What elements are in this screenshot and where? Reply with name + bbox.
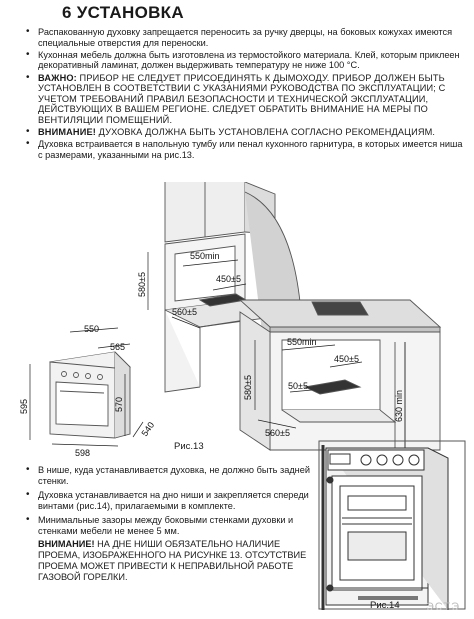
dim-595-oven: 595 <box>19 399 29 414</box>
list-item: • ВАЖНО: ПРИБОР НЕ СЛЕДУЕТ ПРИСОЕДИНЯТЬ К… <box>22 71 466 126</box>
figure-13-diagram: 550min 450±5 580±5 560±5 550 565 595 570… <box>19 182 442 456</box>
item-text: ДУХОВКА ДОЛЖНА БЫТЬ УСТАНОВЛЕНА СОГЛАСНО… <box>95 127 436 138</box>
bullet-icon: • <box>26 488 30 500</box>
intro-list: • Распакованную духовку запрещается перен… <box>22 26 466 162</box>
dim-50-base: 50±5 <box>288 381 308 391</box>
item-text: Распакованную духовку запрещается перено… <box>38 27 453 48</box>
dim-580-top: 580±5 <box>137 272 147 297</box>
dim-598-oven: 598 <box>75 448 90 456</box>
dim-550-oven: 550 <box>84 324 99 334</box>
list-item: • Кухонная мебель должна быть изготовлена… <box>22 48 466 71</box>
item-text: В нише, куда устанавливается духовка, не… <box>38 465 310 486</box>
bullet-icon: • <box>26 513 30 525</box>
section-title: 6 УСТАНОВКА <box>62 3 184 22</box>
item-text: Духовка устанавливается на дно ниши и за… <box>38 489 309 511</box>
list-item: • ВНИМАНИЕ! ДУХОВКА ДОЛЖНА БЫТЬ УСТАНОВЛЕ… <box>22 127 466 138</box>
bottom-list: • В нише, куда устанавливается духовка, н… <box>22 464 314 586</box>
list-item: • Минимальные зазоры между боковыми стенк… <box>22 513 314 537</box>
bullet-icon: • <box>26 71 30 83</box>
item-text: Духовка встраивается в напольную тумбу и… <box>38 139 463 160</box>
dim-570-oven: 570 <box>114 397 124 412</box>
bullet-icon: • <box>26 26 30 37</box>
bullet-icon: • <box>26 464 30 475</box>
dim-540-oven: 540 <box>139 420 156 438</box>
figure-14-caption: Рис.14 <box>370 600 400 611</box>
figure-14-diagram <box>318 440 466 610</box>
dim-450-top: 450±5 <box>216 274 241 284</box>
dim-560-top: 560±5 <box>172 307 197 317</box>
list-item: • В нише, куда устанавливается духовка, н… <box>22 464 314 487</box>
attention-lead: ВНИМАНИЕ! <box>38 539 95 550</box>
item-text: Минимальные зазоры между боковыми стенка… <box>38 514 294 536</box>
bullet-icon: • <box>26 48 30 60</box>
item-text: Кухонная мебель должна быть изготовлена … <box>38 49 460 71</box>
list-item: • Духовка встраивается в напольную тумбу … <box>22 139 466 160</box>
item-text: ПРИБОР НЕ СЛЕДУЕТ ПРИСОЕДИНЯТЬ К ДЫМОХОД… <box>38 72 446 125</box>
bullet-icon: • <box>26 138 30 150</box>
dim-630-base: 630 min <box>394 390 404 422</box>
attention-lead: ВНИМАНИЕ! <box>38 127 96 138</box>
dim-560-base: 560±5 <box>265 428 290 438</box>
dim-450-base: 450±5 <box>334 354 359 364</box>
dim-580-base: 580±5 <box>243 375 253 400</box>
bullet-icon: • <box>26 126 30 138</box>
figure-13-caption: Рис.13 <box>174 441 204 452</box>
dim-550min-base: 550min <box>287 337 317 347</box>
important-lead: ВАЖНО: <box>38 72 77 83</box>
dim-565-oven: 565 <box>110 342 125 352</box>
dim-550min-top: 550min <box>190 251 220 261</box>
list-item: ВНИМАНИЕ! НА ДНЕ НИШИ ОБЯЗАТЕЛЬНО НАЛИЧИ… <box>22 539 314 583</box>
item-text: НА ДНЕ НИШИ ОБЯЗАТЕЛЬНО НАЛИЧИЕ ПРОЕМА, … <box>38 539 307 583</box>
list-item: • Распакованную духовку запрещается перен… <box>22 26 466 48</box>
list-item: • Духовка устанавливается на дно ниши и з… <box>22 488 314 512</box>
watermark-logo: ЭСТЭ <box>425 601 460 613</box>
